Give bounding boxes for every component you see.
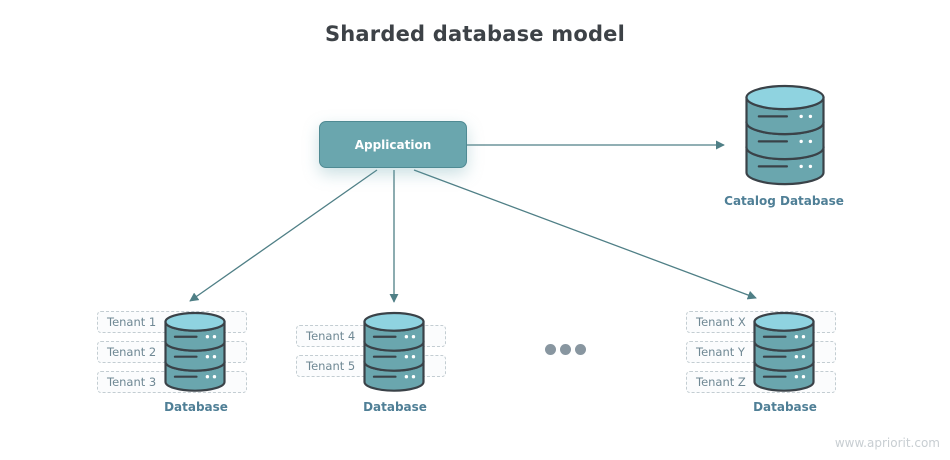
application-label: Application — [354, 137, 432, 152]
ellipsis-dot — [560, 344, 571, 355]
shard-3-database-icon — [753, 311, 815, 398]
arrow-app-to-shard-3 — [413, 169, 757, 300]
catalog-database-icon — [745, 84, 825, 191]
shard-1-database-icon — [164, 311, 226, 398]
shard-1-database-label: Database — [164, 400, 228, 414]
more-shards-ellipsis — [545, 340, 590, 359]
arrow-app-to-shard-1 — [189, 169, 378, 302]
ellipsis-dot — [545, 344, 556, 355]
catalog-database-label: Catalog Database — [724, 194, 844, 208]
shard-2-database-icon — [363, 311, 425, 398]
watermark: www.apriorit.com — [834, 436, 940, 450]
diagram-title: Sharded database model — [324, 22, 626, 46]
shard-2-database-label: Database — [363, 400, 427, 414]
application-node: Application — [319, 121, 467, 168]
shard-3-database-label: Database — [753, 400, 817, 414]
ellipsis-dot — [575, 344, 586, 355]
